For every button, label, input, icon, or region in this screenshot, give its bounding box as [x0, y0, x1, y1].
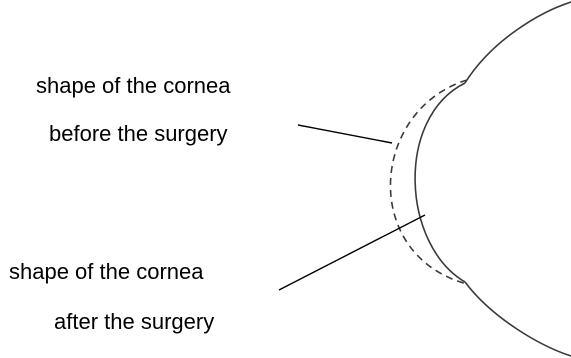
- eye-outline-upper: [465, 2, 571, 83]
- cornea-before-surgery-curve: [390, 80, 467, 284]
- leader-line-after: [279, 215, 425, 290]
- label-before-line2: before the surgery: [49, 121, 228, 146]
- label-after-line2: after the surgery: [54, 309, 214, 334]
- cornea-after-surgery-curve: [415, 83, 465, 282]
- leader-line-before: [298, 125, 392, 143]
- eye-outline-lower: [465, 282, 571, 356]
- label-after-line1: shape of the cornea: [9, 259, 204, 284]
- label-before-line1: shape of the cornea: [36, 73, 231, 98]
